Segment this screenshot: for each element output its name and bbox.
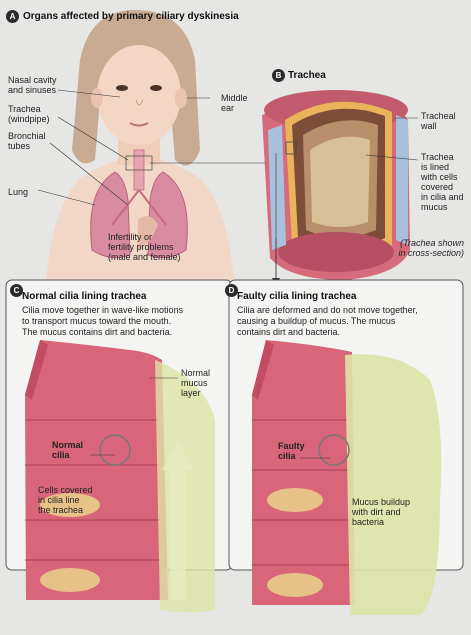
normal-cilia-tissue	[25, 340, 215, 613]
faulty-cilia-tissue	[252, 340, 442, 615]
lung-right	[147, 171, 188, 259]
label-trachea: Trachea(windpipe)	[8, 104, 50, 124]
panel-c-title: Normal cilia lining trachea	[22, 291, 147, 302]
panel-d-badge: D	[225, 284, 238, 297]
panel-c-description: Cilia move together in wave-like motions…	[22, 305, 184, 337]
panel-d-description: Cilia are deformed and do not move toget…	[237, 305, 418, 337]
panel-a-title: Organs affected by primary ciliary dyski…	[23, 11, 239, 22]
label-lung: Lung	[8, 187, 29, 197]
panel-c-badge: C	[10, 284, 23, 297]
panel-d-title: Faulty cilia lining trachea	[237, 291, 357, 302]
panel-a-badge: A	[6, 10, 19, 23]
panel-b-title: Trachea	[288, 70, 326, 81]
panel-b-badge: B	[272, 69, 285, 82]
trachea-cylinder	[262, 90, 410, 280]
